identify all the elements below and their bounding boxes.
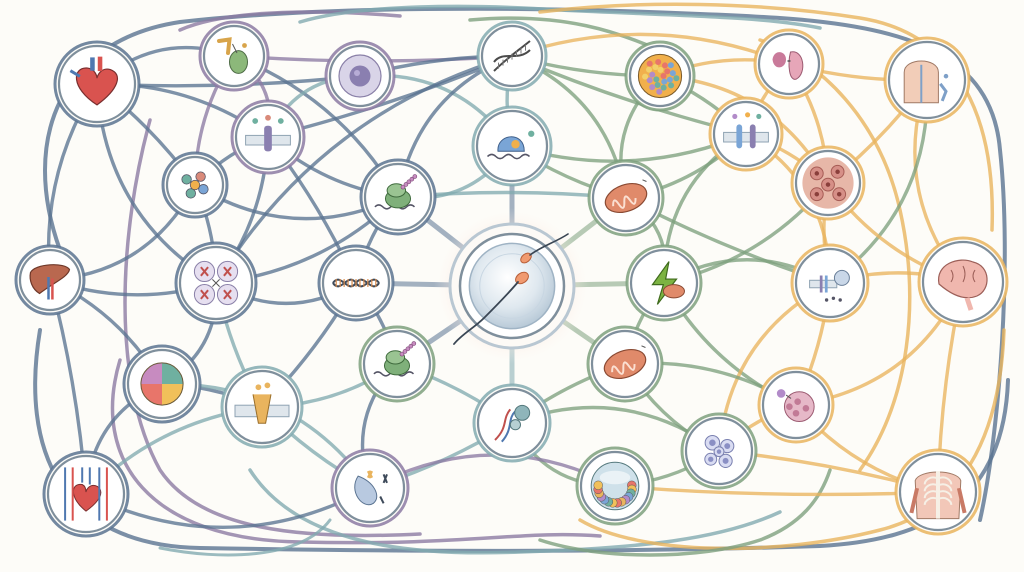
liver-icon [29,264,71,300]
membrane-receptor-icon [245,114,291,152]
node-neurotransmitter[interactable] [790,243,870,323]
dna-helix-icon [493,40,531,72]
node-embryo-cross-section[interactable] [575,446,655,526]
receptor-channel-icon [234,382,290,424]
cell-signaling-icon [217,37,248,74]
node-membrane-receptor-right[interactable] [708,96,784,172]
node-tissue-cells[interactable] [790,145,866,221]
dna-protein-binding-icon [494,404,531,443]
membrane-transport-icon [723,112,769,149]
neurotransmitter-release-icon [809,269,850,302]
vesicle-cells-icon [704,434,735,468]
node-protein-top[interactable] [753,28,825,100]
node-mitochondrion-top[interactable] [587,159,665,237]
node-exocytosis[interactable] [757,366,835,444]
chromosomes-icon [193,260,239,306]
cell-nucleus-icon [338,54,382,98]
node-blastula[interactable] [624,40,696,112]
link-dna-helix-top-protein-top [510,32,791,66]
link-embryo-cross-section-muscle-skeleton [613,484,940,497]
tissue-cells-icon [802,157,854,209]
molecule-cluster-icon [181,171,209,199]
outer-loop-3 [178,10,402,32]
node-liver[interactable] [14,244,86,316]
node-cell-division[interactable] [330,448,410,528]
muscle-skeleton-icon [909,471,967,520]
embryo-sphere-icon [140,362,184,406]
mitochondrion-icon [603,345,647,380]
outer-loop-6 [248,468,782,555]
outer-loop-12 [158,518,332,557]
ribosome-mrna-icon [374,174,418,210]
outer-loop-7 [538,2,995,232]
node-energy[interactable] [625,244,703,322]
node-dna-protein[interactable] [472,383,552,463]
center-node-fertilization[interactable] [434,208,590,364]
brain-icon [938,259,988,311]
outer-loop-4 [123,118,422,538]
dna-strand-icon [332,278,380,288]
ribosome-translation-icon [486,130,535,160]
node-molecules[interactable] [161,151,229,219]
node-chromosomes[interactable] [174,241,258,325]
node-dna-strand[interactable] [317,244,395,322]
node-receptor-channel[interactable] [220,365,304,449]
node-vesicle-cells[interactable] [680,412,758,490]
link-dna-helix-top-chromosomes [214,54,514,285]
embryo-cross-section-icon [590,461,640,511]
node-ribosome-mrna-bottom[interactable] [358,325,436,403]
lightning-energy-icon [651,261,685,305]
outer-loop-10 [538,468,832,557]
node-embryo-sphere[interactable] [122,344,202,424]
node-ribosome-mrna-top[interactable] [359,158,437,236]
node-mitochondrion-bottom[interactable] [586,325,664,403]
node-muscle-skeleton[interactable] [894,448,982,536]
spine-nerve-icon [903,60,949,104]
node-neuron-spine[interactable] [883,36,971,124]
circulatory-system-icon [64,467,108,521]
outer-loop-8 [578,328,1006,551]
node-ribosome-top[interactable] [471,105,553,187]
mitochondrion-icon [604,179,648,214]
node-cell-signal[interactable] [198,20,270,92]
heart-anatomy-icon [69,56,119,106]
node-cell-nucleus[interactable] [324,40,396,112]
node-dna-helix-top[interactable] [476,20,548,92]
node-brain[interactable] [917,236,1009,328]
sperm-egg-fertilization-icon [453,233,569,345]
ribosome-mrna-icon [373,341,417,377]
node-membrane-receptor-left[interactable] [230,99,306,175]
nodes-layer [14,20,1009,538]
node-circulatory[interactable] [42,450,130,538]
blastula-embryo-icon [637,53,683,99]
node-heart[interactable] [53,40,141,128]
protein-molecule-icon [772,51,804,80]
exocytosis-icon [776,389,815,422]
cell-division-icon [354,470,388,506]
